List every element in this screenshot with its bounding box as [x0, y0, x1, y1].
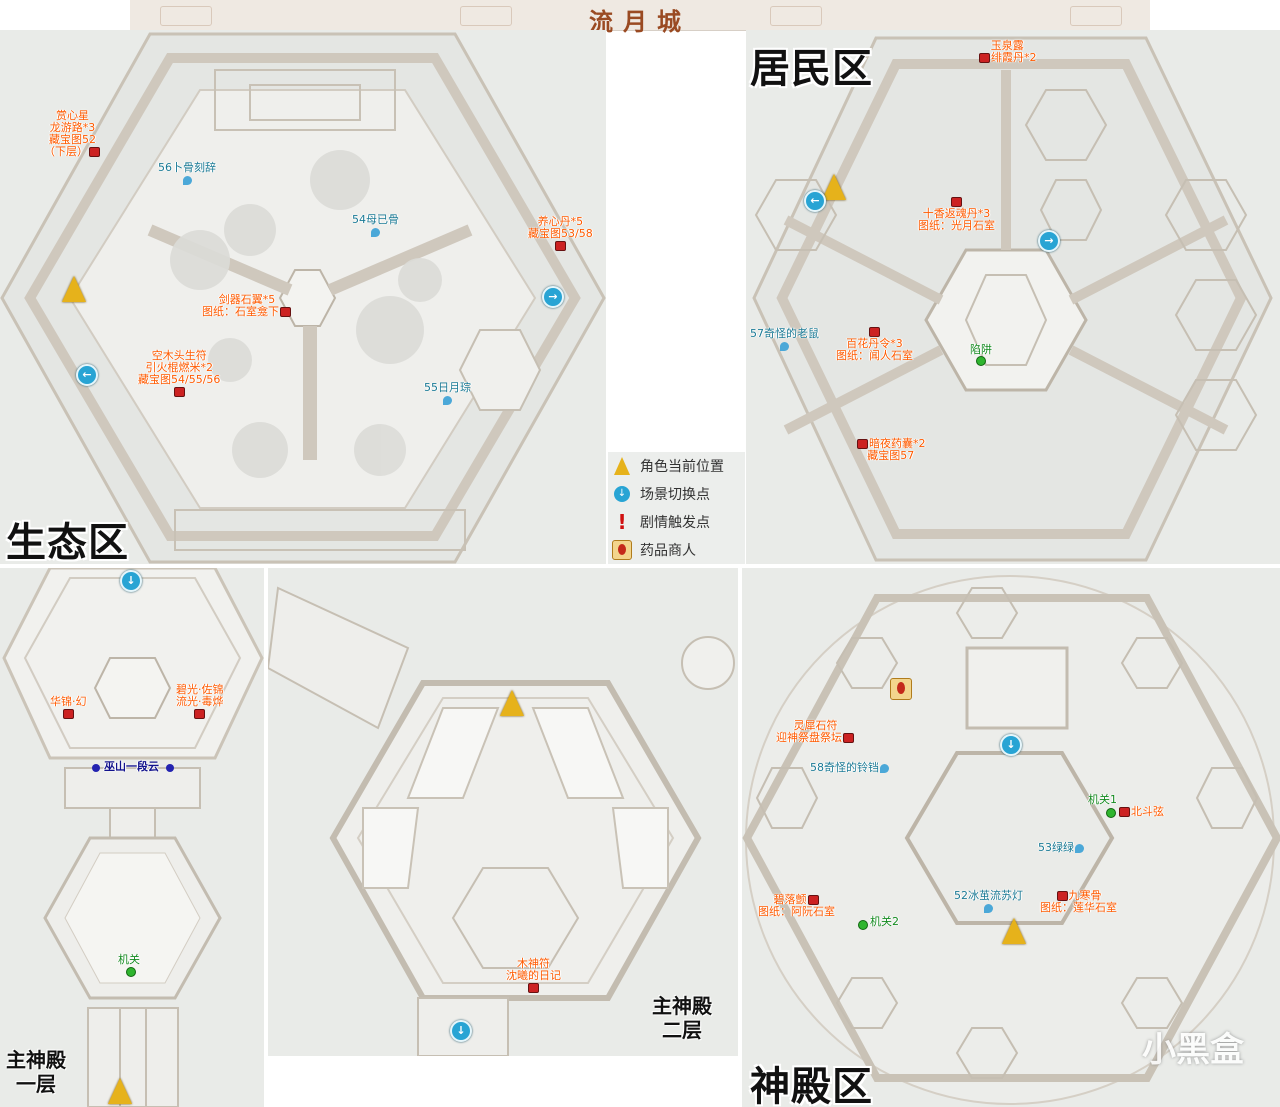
- main-temple-floor1-drawing: [2, 568, 264, 1107]
- player-position-icon: [500, 690, 524, 716]
- treasure-chest-icon: [89, 147, 100, 157]
- scene-switch-icon: ↓: [612, 484, 632, 504]
- legend-row: 药品商人: [612, 538, 696, 562]
- scene-switch-icon[interactable]: ←: [804, 190, 826, 212]
- player-position-icon: [822, 174, 846, 200]
- temple-zone-drawing: [742, 575, 1280, 1105]
- banner-ornament: [1070, 6, 1122, 26]
- treasure-chest-icon: [528, 983, 539, 993]
- treasure-chest-icon: [869, 327, 880, 337]
- legend-row: ↓ 场景切换点: [612, 482, 710, 506]
- residential-zone-map: 居民区 玉泉露 绯霞丹*2 十香返魂丹*3 图纸：光月石室 57奇怪的老鼠 百花…: [746, 30, 1280, 564]
- medicine-merchant-icon: [612, 540, 632, 560]
- scene-switch-icon[interactable]: ↓: [1000, 734, 1022, 756]
- temple-note-c: 机关1: [1088, 793, 1117, 806]
- player-position-icon: [1002, 918, 1026, 944]
- collectible-icon: [880, 763, 889, 773]
- scene-switch-icon[interactable]: →: [1038, 230, 1060, 252]
- temple-note-d: 北斗弦: [1118, 806, 1164, 818]
- legend-row: 角色当前位置: [612, 454, 724, 478]
- eco-note-e: 剑器石翼*5 图纸：石室龛下: [202, 294, 292, 318]
- res-note-f: 暗夜药囊*2 藏宝图57: [856, 438, 926, 462]
- treasure-chest-icon: [194, 709, 206, 719]
- player-position-icon: [62, 276, 86, 302]
- eco-note-g: 55日月琮: [424, 382, 471, 406]
- main1-note-d: 机关: [118, 953, 140, 966]
- main1-floor-label: 主神殿 一层: [6, 1048, 66, 1096]
- legend: 角色当前位置 ↓ 场景切换点 ! 剧情触发点 药品商人: [608, 452, 745, 564]
- treasure-chest-icon: [1119, 807, 1130, 817]
- eco-zone-drawing: [0, 32, 606, 564]
- residential-zone-label: 居民区: [750, 46, 873, 92]
- story-trigger-icon: !: [617, 510, 627, 534]
- banner-ornament: [460, 6, 512, 26]
- eco-zone-label: 生态区: [6, 520, 129, 564]
- eco-note-c: 54母已骨: [352, 214, 399, 238]
- main-temple-floor1-map: ↓ 华锦·幻 碧光·佐锦 流光·毒烨 巫山一段云 机关 主神殿 一层: [0, 568, 264, 1107]
- treasure-chest-icon: [173, 387, 185, 397]
- treasure-chest-icon: [951, 197, 962, 207]
- route-start-marker: [92, 764, 100, 772]
- route-end-marker: [166, 764, 174, 772]
- banner-ornament: [160, 6, 212, 26]
- res-note-a: 玉泉露 绯霞丹*2: [978, 40, 1037, 64]
- treasure-chest-icon: [857, 439, 868, 449]
- temple-note-h: 碧落颤 图纸：阿阮石室: [758, 893, 835, 918]
- main1-note-b: 碧光·佐锦 流光·毒烨: [176, 684, 224, 720]
- treasure-chest-icon: [554, 241, 566, 251]
- temple-zone-map: ↓ 灵犀石符 迎神祭盘祭坛 58奇怪的铃铛 机关1 北斗弦 53绿绿 52冰茧流…: [742, 568, 1280, 1107]
- player-position-icon: [108, 1078, 132, 1104]
- residential-zone-drawing: [752, 36, 1273, 562]
- res-note-b: 十香返魂丹*3 图纸：光月石室: [918, 196, 995, 232]
- medicine-merchant-icon[interactable]: [890, 678, 912, 700]
- collectible-icon: [443, 395, 452, 405]
- main-temple-floor2-drawing: [268, 586, 735, 1056]
- main2-floor-label: 主神殿 二层: [652, 994, 712, 1042]
- collectible-icon: [1075, 843, 1084, 853]
- mechanism-marker: [1106, 808, 1116, 818]
- mechanism-marker: [858, 920, 868, 930]
- collectible-icon: [984, 903, 993, 913]
- res-note-e: 陷阱: [970, 343, 992, 356]
- temple-note-a: 灵犀石符 迎神祭盘祭坛: [776, 720, 855, 744]
- temple-note-b: 58奇怪的铃铛: [810, 762, 890, 774]
- main-temple-floor2-map: 木神符 沈曦的日记 ↓ 主神殿 二层: [268, 568, 738, 1056]
- treasure-chest-icon: [1056, 891, 1068, 901]
- temple-note-e: 53绿绿: [1038, 842, 1085, 854]
- collectible-icon: [780, 341, 789, 351]
- res-note-c: 57奇怪的老鼠: [750, 328, 819, 352]
- eco-note-b: 56卜骨刻辞: [158, 162, 216, 186]
- temple-note-f: 52冰茧流苏灯: [954, 890, 1023, 914]
- treasure-chest-icon: [807, 895, 819, 905]
- treasure-chest-icon: [979, 53, 990, 63]
- eco-zone-map: 生态区 赏心星 龙游路*3 藏宝图52 （下层） 56卜骨刻辞 54母已骨 养心…: [0, 30, 606, 564]
- temple-zone-label: 神殿区: [750, 1064, 873, 1107]
- scene-switch-icon[interactable]: ↓: [120, 570, 142, 592]
- watermark-logo: 小黑盒: [1142, 1030, 1244, 1070]
- eco-note-a: 赏心星 龙游路*3 藏宝图52 （下层）: [44, 110, 101, 158]
- temple-note-i: 机关2: [870, 915, 899, 928]
- eco-note-d: 养心丹*5 藏宝图53/58: [528, 216, 593, 252]
- collectible-icon: [371, 227, 380, 237]
- temple-note-g: 九寒骨 图纸：莲华石室: [1040, 889, 1117, 914]
- eco-note-f: 空木头生符 引火棍燃米*2 藏宝图54/55/56: [138, 350, 220, 398]
- main1-note-a: 华锦·幻: [50, 696, 87, 720]
- scene-switch-icon[interactable]: →: [542, 286, 564, 308]
- main1-note-c: 巫山一段云: [104, 760, 159, 773]
- treasure-chest-icon: [843, 733, 854, 743]
- title-banner: 流月城: [130, 0, 1150, 36]
- mechanism-marker: [126, 967, 136, 977]
- main2-note-a: 木神符 沈曦的日记: [506, 958, 561, 994]
- treasure-chest-icon: [62, 709, 74, 719]
- scene-switch-icon[interactable]: ←: [76, 364, 98, 386]
- treasure-chest-icon: [280, 307, 291, 317]
- banner-ornament: [770, 6, 822, 26]
- legend-row: ! 剧情触发点: [612, 510, 710, 534]
- trap-marker: [976, 356, 986, 366]
- res-note-d: 百花丹令*3 图纸：闻人石室: [836, 326, 913, 362]
- scene-switch-icon[interactable]: ↓: [450, 1020, 472, 1042]
- player-arrow-icon: [612, 456, 632, 476]
- collectible-icon: [182, 175, 192, 185]
